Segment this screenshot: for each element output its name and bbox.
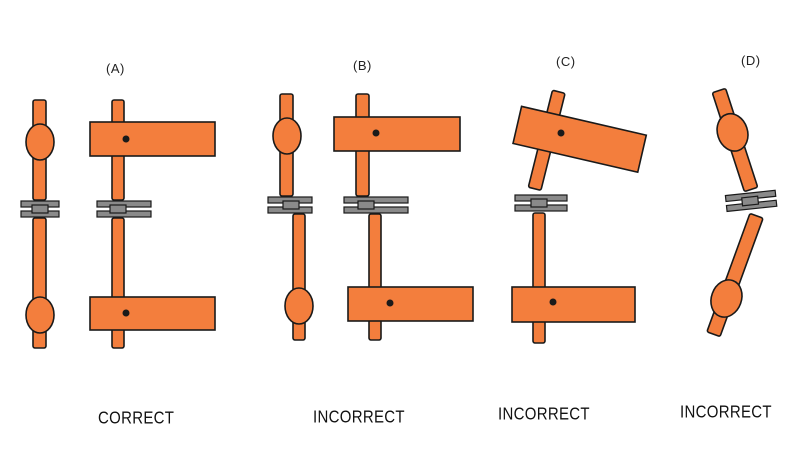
panel-a-left-rod xyxy=(20,99,60,349)
panel-d-letter: (D) xyxy=(741,53,761,68)
panel-b-right-clamp xyxy=(333,93,474,341)
panel-a-diagram xyxy=(20,99,216,349)
panel-b-verdict: INCORRECT xyxy=(313,407,405,428)
panel-a-letter: (A) xyxy=(106,61,125,76)
panel-a-verdict: CORRECT xyxy=(98,408,175,429)
panel-d-upper-rod xyxy=(711,88,759,192)
panel-c-letter: (C) xyxy=(556,54,576,69)
panel-b-left-rod xyxy=(267,93,314,341)
panel-c-clamp xyxy=(511,89,648,344)
panel-b-letter: (B) xyxy=(353,58,372,73)
panel-d-lower-rod xyxy=(706,213,764,337)
panel-b-diagram xyxy=(267,93,474,341)
panel-d-washers xyxy=(724,189,778,213)
panel-d-verdict: INCORRECT xyxy=(680,402,772,423)
panel-a-right-clamp xyxy=(89,99,216,349)
panel-d-diagram xyxy=(706,88,778,337)
panel-c-diagram xyxy=(511,89,648,344)
panel-c-verdict: INCORRECT xyxy=(498,404,590,425)
